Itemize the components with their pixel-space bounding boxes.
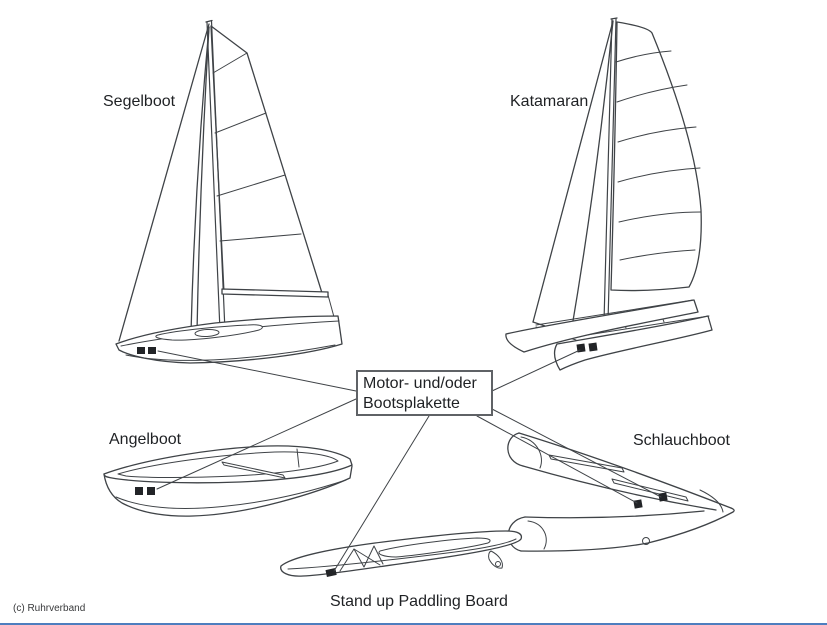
katamaran-label: Katamaran [510, 93, 589, 110]
connector-schlauchboot [491, 408, 662, 498]
schlauchboot-label: Schlauchboot [633, 432, 730, 449]
plakette-marker-icon [135, 487, 143, 495]
angelboot-drawing [103, 445, 353, 517]
connector-katamaran [491, 349, 581, 392]
plakette-box-line1: Motor- und/oder [363, 375, 477, 392]
plakette-box-line2: Bootsplakette [363, 395, 460, 412]
segelboot-label: Segelboot [103, 93, 176, 110]
plakette-marker-icon [633, 499, 643, 509]
katamaran-drawing [505, 17, 713, 371]
connector-lines [156, 349, 662, 572]
sup-label: Stand up Paddling Board [330, 593, 508, 610]
sup-drawing [280, 530, 523, 577]
plakette-marker-icon [588, 342, 598, 352]
plakette-box: Motor- und/oder Bootsplakette [356, 370, 493, 416]
bottom-border-line [0, 623, 827, 625]
plakette-marker-icon [137, 347, 145, 354]
plakette-marker-icon [147, 487, 155, 495]
segelboot-drawing [115, 19, 343, 364]
connector-angelboot [156, 398, 357, 490]
connector-segelboot [157, 350, 357, 392]
connector-sup [333, 415, 430, 572]
angelboot-label: Angelboot [109, 431, 182, 448]
connector-schlauchboot-2 [476, 415, 638, 504]
plakette-marker-icon [658, 492, 668, 502]
copyright-text: (c) Ruhrverband [13, 603, 86, 614]
plakette-marker-icon [148, 347, 156, 354]
